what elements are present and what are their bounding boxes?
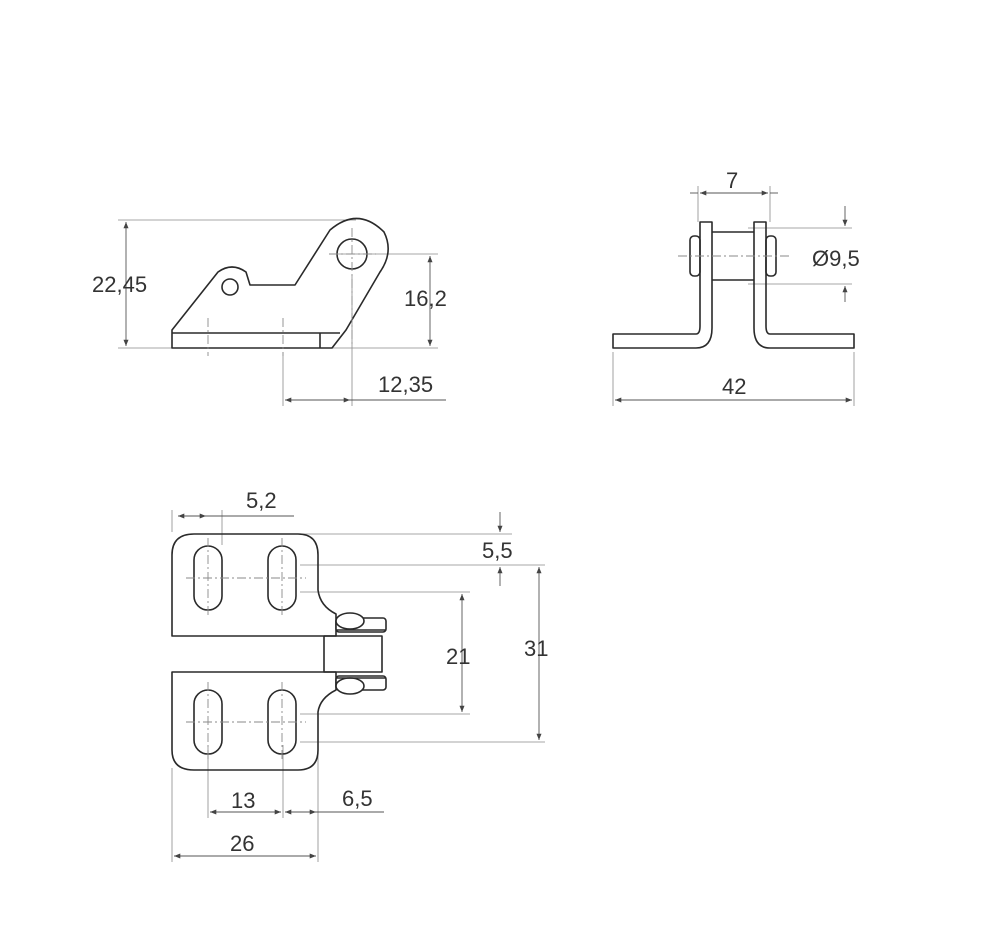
hinge-pin-body — [323, 635, 383, 673]
lower-plate — [171, 671, 337, 771]
dim-plan-slot-pitch-horizontal: 13 — [231, 788, 255, 813]
dim-plan-slot-width: 5,2 — [246, 488, 277, 513]
front-view: 7 Ø9,5 42 — [612, 168, 860, 406]
dim-plan-slot-length: 5,5 — [482, 538, 513, 563]
dim-side-height-pin: 16,2 — [404, 286, 447, 311]
dim-front-pin-diameter: Ø9,5 — [812, 246, 860, 271]
dim-side-offset-pin: 12,35 — [378, 372, 433, 397]
dim-side-height-total: 22,45 — [92, 272, 147, 297]
side-view: 22,45 16,2 12,35 — [92, 217, 447, 406]
plan-view: 5,2 5,5 21 31 13 6,5 26 — [171, 488, 548, 862]
dim-plan-slot-pitch-vertical: 21 — [446, 644, 470, 669]
dim-front-width-total: 42 — [722, 374, 746, 399]
upper-plate — [171, 533, 337, 637]
small-hole — [221, 278, 239, 296]
front-view-outline — [612, 221, 713, 349]
dim-plan-height-total: 31 — [524, 636, 548, 661]
dim-front-pin-gap: 7 — [726, 168, 738, 193]
side-view-outline — [171, 217, 389, 349]
dim-plan-edge-offset: 6,5 — [342, 786, 373, 811]
dim-plan-width-total: 26 — [230, 831, 254, 856]
